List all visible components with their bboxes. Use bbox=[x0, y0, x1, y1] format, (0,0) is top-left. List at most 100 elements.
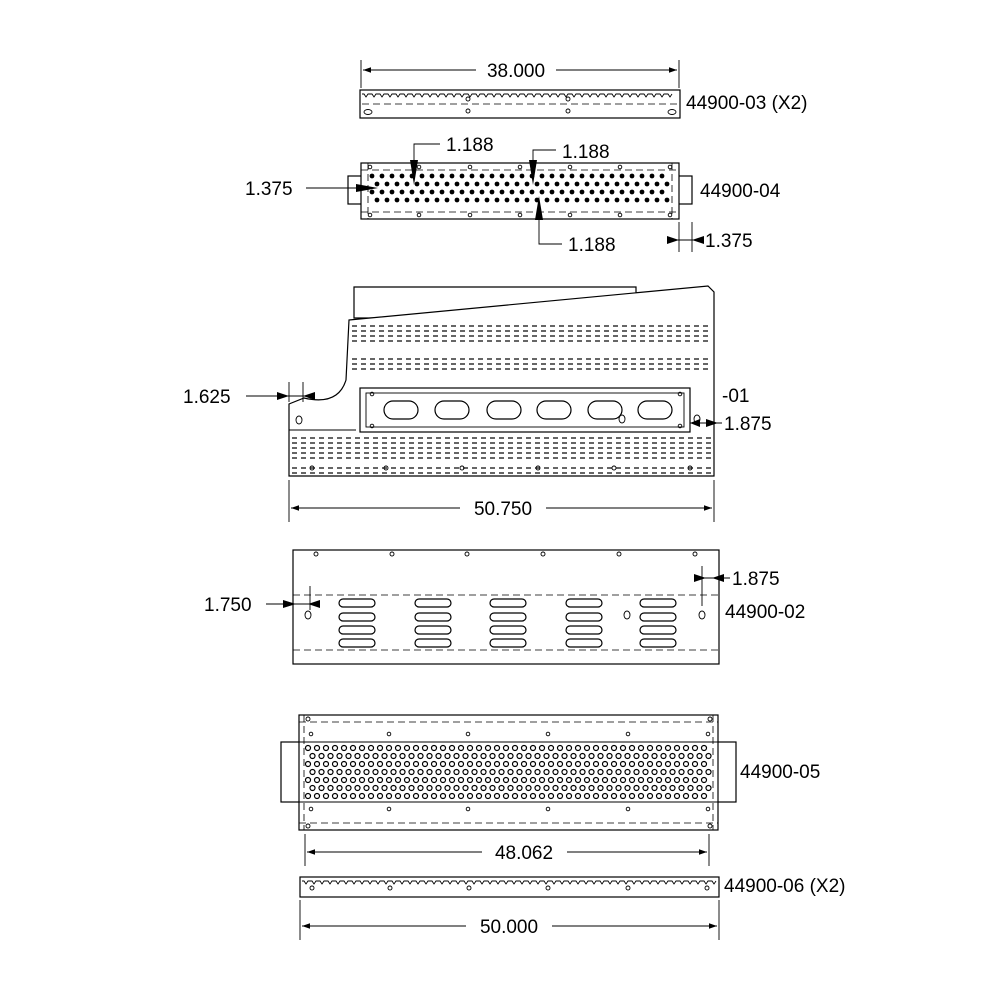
perforation bbox=[327, 784, 334, 792]
perforation bbox=[547, 792, 555, 800]
perforation bbox=[565, 744, 573, 752]
perforation bbox=[399, 768, 406, 776]
perforation bbox=[444, 784, 451, 792]
perforation bbox=[384, 197, 390, 203]
perforation bbox=[426, 768, 433, 776]
mounting-hole bbox=[313, 551, 319, 557]
oval-slot bbox=[587, 400, 623, 420]
perforation bbox=[349, 792, 357, 800]
perforation bbox=[624, 752, 631, 760]
perforation bbox=[379, 173, 385, 179]
perforation bbox=[499, 173, 505, 179]
perforation bbox=[493, 744, 501, 752]
perforation bbox=[304, 776, 312, 784]
mounting-hole bbox=[567, 164, 573, 170]
perforation bbox=[471, 784, 478, 792]
perforation bbox=[639, 189, 645, 195]
perforation bbox=[642, 768, 649, 776]
perforation bbox=[469, 173, 475, 179]
perforation bbox=[403, 776, 411, 784]
perforation bbox=[524, 197, 530, 203]
mounting-hole bbox=[616, 551, 622, 557]
perforation bbox=[664, 181, 670, 187]
perforation bbox=[502, 776, 510, 784]
perforation bbox=[673, 744, 681, 752]
perforation bbox=[615, 768, 622, 776]
mounting-hole bbox=[611, 465, 617, 471]
perforation bbox=[498, 752, 505, 760]
perforation bbox=[448, 744, 456, 752]
perforation bbox=[579, 768, 586, 776]
perforation bbox=[399, 752, 406, 760]
louver bbox=[414, 612, 452, 622]
perforation bbox=[556, 792, 564, 800]
mounting-hole bbox=[464, 551, 470, 557]
perforation bbox=[358, 760, 366, 768]
perforation bbox=[489, 768, 496, 776]
perforation bbox=[543, 784, 550, 792]
dimension-1375-a: 1.375 bbox=[245, 179, 378, 200]
mounting-hole bbox=[305, 716, 311, 722]
perforation bbox=[583, 776, 591, 784]
dimension-1875-b: 1.875 bbox=[694, 566, 780, 606]
louver bbox=[639, 638, 677, 648]
perforation bbox=[552, 752, 559, 760]
perforation bbox=[687, 752, 694, 760]
perforation bbox=[619, 792, 627, 800]
perforation bbox=[691, 760, 699, 768]
perforation bbox=[644, 197, 650, 203]
perforation bbox=[592, 744, 600, 752]
part-label-44900-06: 44900-06 (X2) bbox=[724, 876, 845, 897]
perforation bbox=[565, 776, 573, 784]
perforation bbox=[367, 760, 375, 768]
perforation bbox=[610, 760, 618, 768]
perforation bbox=[367, 744, 375, 752]
perforation bbox=[592, 760, 600, 768]
perforation bbox=[682, 760, 690, 768]
perforation bbox=[673, 760, 681, 768]
perforation bbox=[516, 784, 523, 792]
mounting-hole bbox=[387, 885, 393, 891]
perforation bbox=[520, 744, 528, 752]
perforation bbox=[597, 752, 604, 760]
perforation bbox=[404, 197, 410, 203]
perforation bbox=[309, 768, 316, 776]
perforation bbox=[374, 181, 380, 187]
perforation bbox=[646, 776, 654, 784]
perforation bbox=[484, 792, 492, 800]
perforation bbox=[682, 744, 690, 752]
perforation bbox=[691, 744, 699, 752]
perforation bbox=[583, 792, 591, 800]
perforation bbox=[610, 792, 618, 800]
perforation bbox=[589, 189, 595, 195]
perforation bbox=[649, 189, 655, 195]
perforation bbox=[651, 784, 658, 792]
dim-label-38000: 38.000 bbox=[487, 61, 545, 82]
perforation bbox=[408, 752, 415, 760]
mounting-hole bbox=[617, 164, 623, 170]
part-label-44900-02: 44900-02 bbox=[725, 602, 805, 623]
perforation bbox=[646, 744, 654, 752]
perforation bbox=[624, 784, 631, 792]
perforation bbox=[604, 181, 610, 187]
perforation bbox=[529, 189, 535, 195]
perforation bbox=[331, 744, 339, 752]
perforation bbox=[507, 784, 514, 792]
perforation bbox=[489, 752, 496, 760]
perforation bbox=[614, 197, 620, 203]
perforation bbox=[594, 181, 600, 187]
louver bbox=[565, 612, 603, 622]
perforation bbox=[340, 744, 348, 752]
perforation bbox=[659, 173, 665, 179]
perforation bbox=[417, 768, 424, 776]
mounting-hole bbox=[565, 108, 571, 114]
perforation bbox=[633, 768, 640, 776]
perforation bbox=[394, 197, 400, 203]
perforation bbox=[564, 181, 570, 187]
mounting-hole bbox=[416, 212, 422, 218]
perforation bbox=[309, 784, 316, 792]
perforation bbox=[604, 197, 610, 203]
perforation bbox=[385, 744, 393, 752]
louver bbox=[639, 598, 677, 608]
